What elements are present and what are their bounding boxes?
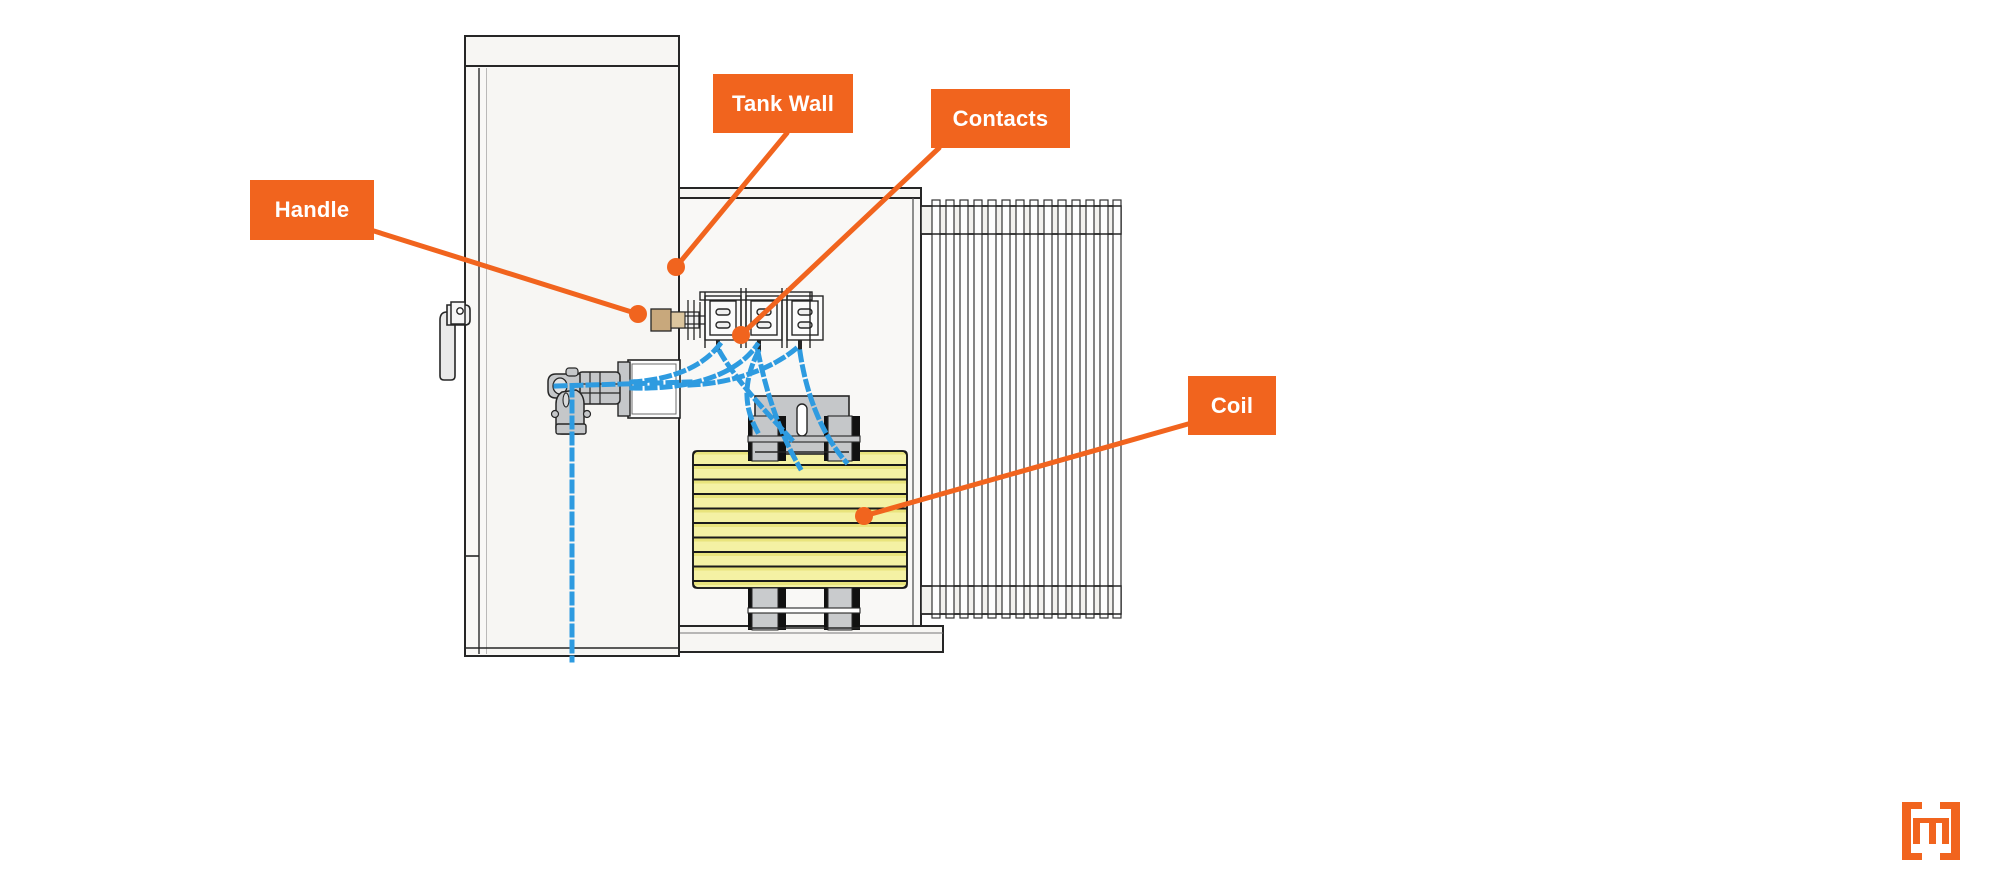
callout-handle-label: Handle <box>274 197 350 222</box>
callout-contacts[interactable]: Contacts <box>931 89 1070 148</box>
anchor-dot-tank-wall <box>667 258 685 276</box>
callout-anchor-dots <box>629 258 873 525</box>
leader-line-coil <box>861 421 1191 519</box>
m-square-logo <box>1902 802 1960 860</box>
callout-handle[interactable]: Handle <box>250 180 374 240</box>
anchor-dot-handle <box>629 305 647 323</box>
leader-line-contacts <box>738 145 942 338</box>
callout-coil[interactable]: Coil <box>1188 376 1276 435</box>
core-legs-bottom <box>747 587 861 631</box>
core-clamp-assembly <box>747 395 861 462</box>
callout-coil-label: Coil <box>1210 392 1254 418</box>
radiator-fins <box>920 199 1122 619</box>
callout-contacts-label: Contacts <box>952 105 1049 131</box>
callout-tank-wall[interactable]: Tank Wall <box>713 74 853 133</box>
kinematic-centerlines <box>553 336 850 663</box>
leader-line-tank-wall <box>673 130 790 270</box>
leader-line-handle <box>371 228 641 317</box>
handle-lever-assembly <box>439 301 471 381</box>
contact-block <box>704 295 824 341</box>
callout-leader-lines <box>371 130 1191 519</box>
callout-tank-wall-label: Tank Wall <box>731 90 835 116</box>
anchor-dot-contacts <box>732 326 750 344</box>
coil-block <box>692 450 908 589</box>
anchor-dot-coil <box>855 507 873 525</box>
